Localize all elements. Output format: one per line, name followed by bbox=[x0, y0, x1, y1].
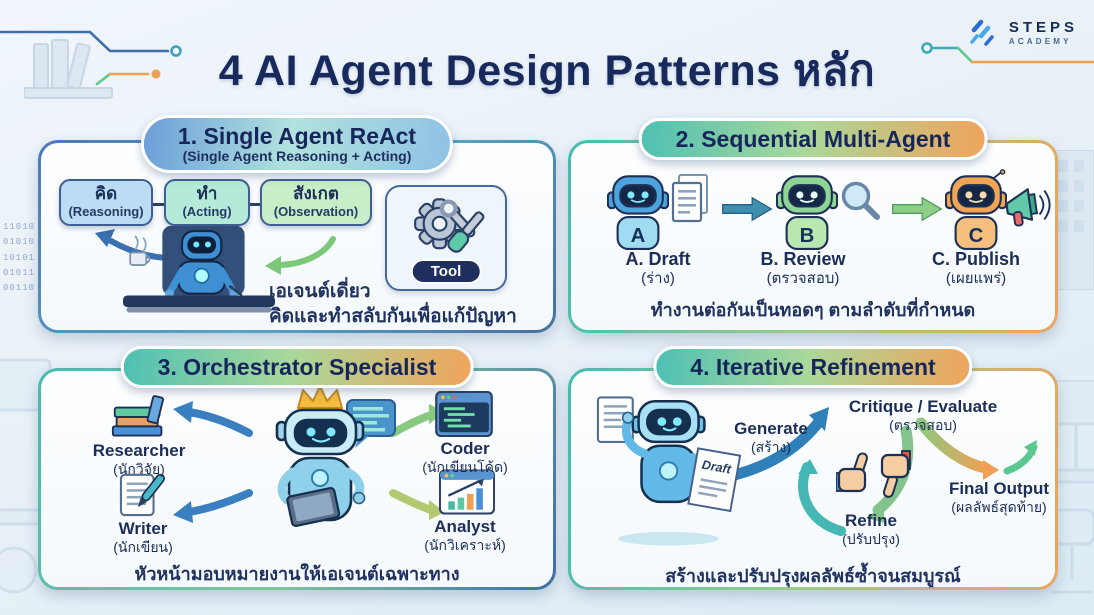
page-title: 4 AI Agent Design Patterns หลัก bbox=[218, 47, 876, 95]
panel1-title: 1. Single Agent ReAct bbox=[177, 123, 417, 149]
step-c-label: C. Publish (เผยแพร่) bbox=[916, 249, 1036, 288]
coder-label: Coder (นักเขียนโค้ด) bbox=[405, 439, 525, 476]
logo-icon bbox=[970, 19, 994, 46]
reasoning-label-th: คิด bbox=[94, 184, 118, 203]
step-a-label-en: A. Draft bbox=[625, 249, 691, 269]
orchestrator-robot bbox=[275, 385, 396, 527]
step-b-label-th: (ตรวจสอบ) bbox=[766, 269, 840, 287]
panel2-title: 2. Sequential Multi-Agent bbox=[675, 126, 951, 152]
draft-paper-label: Draft bbox=[701, 458, 733, 477]
single-agent-robot-at-desk bbox=[123, 225, 275, 313]
megaphone-icon bbox=[1005, 188, 1051, 227]
acting-box: ทำ (Acting) bbox=[164, 179, 250, 227]
panel4-header-pill: 4. Iterative Refinement bbox=[653, 346, 973, 389]
generate-label-th: (สร้าง) bbox=[750, 438, 792, 455]
arrow-draft-to-review bbox=[722, 196, 773, 222]
coder-label-en: Coder bbox=[440, 439, 490, 458]
step-c-label-th: (เผยแพร่) bbox=[945, 269, 1007, 287]
robot-a-letter: A bbox=[631, 225, 646, 247]
panel3-title: 3. Orchestrator Specialist bbox=[157, 354, 437, 380]
panel-single-agent-react: 1. Single Agent ReAct (Single Agent Reas… bbox=[38, 115, 556, 333]
coder-icon bbox=[435, 391, 493, 437]
observation-label-th: สังเกต bbox=[293, 184, 339, 203]
binary-line: 10101 bbox=[3, 252, 36, 263]
researcher-label-en: Researcher bbox=[92, 441, 186, 460]
observation-box: สังเกต (Observation) bbox=[260, 179, 372, 227]
generator-robot: Draft bbox=[596, 396, 742, 546]
tool-container: Tool bbox=[385, 185, 507, 291]
final-output-label: Final Output (ผลลัพธ์สุดท้าย) bbox=[939, 479, 1059, 516]
robot-b-review: B bbox=[776, 175, 838, 251]
thumbs-up-down-icon bbox=[836, 450, 911, 498]
arrow-review-to-publish bbox=[892, 196, 943, 222]
magnifier-icon bbox=[841, 181, 880, 220]
final-output-label-th: (ผลลัพธ์สุดท้าย) bbox=[951, 498, 1047, 515]
box-connector bbox=[248, 203, 262, 206]
refine-label: Refine (ปรับปรุง) bbox=[811, 511, 931, 548]
critique-label-en: Critique / Evaluate bbox=[848, 397, 998, 416]
critique-label: Critique / Evaluate (ตรวจสอบ) bbox=[818, 397, 1028, 434]
document-icon bbox=[671, 174, 708, 223]
acting-label-th: ทำ bbox=[196, 184, 218, 203]
panel3-caption: หัวหน้ามอบหมายงานให้เอเจนต์เฉพาะทาง bbox=[134, 564, 460, 584]
critique-label-th: (ตรวจสอบ) bbox=[889, 416, 957, 433]
robot-a-draft: A bbox=[607, 175, 669, 251]
binary-line: 01011 bbox=[3, 267, 36, 278]
researcher-label: Researcher (นักวิจัย) bbox=[79, 441, 199, 478]
logo-name: STEPS bbox=[1008, 19, 1078, 37]
final-output-label-en: Final Output bbox=[948, 479, 1050, 498]
analyst-label: Analyst (นักวิเคราะห์) bbox=[405, 517, 525, 554]
writer-label: Writer (นักเขียน) bbox=[83, 519, 203, 556]
box-connector bbox=[151, 203, 166, 206]
analyst-label-en: Analyst bbox=[434, 517, 496, 536]
panel1-caption-line2: คิดและทำสลับกันเพื่อแก้ปัญหา bbox=[269, 306, 517, 328]
binary-line: 11010 bbox=[3, 222, 36, 232]
analyst-label-th: (นักวิเคราะห์) bbox=[424, 536, 506, 553]
panel4-caption: สร้างและปรับปรุงผลลัพธ์ซ้ำจนสมบูรณ์ bbox=[665, 566, 961, 586]
robot-c-letter: C bbox=[969, 225, 984, 247]
binary-line: 00110 bbox=[3, 283, 36, 294]
analyst-chart-icon bbox=[439, 469, 495, 515]
writer-icon bbox=[119, 473, 166, 517]
tool-label: Tool bbox=[410, 259, 482, 284]
refine-label-th: (ปรับปรุง) bbox=[842, 530, 900, 547]
logo-subtitle: ACADEMY bbox=[1008, 36, 1072, 46]
robot-c-publish: C bbox=[945, 169, 1007, 251]
step-b-label: B. Review (ตรวจสอบ) bbox=[743, 249, 863, 288]
step-a-label-th: (ร่าง) bbox=[641, 269, 675, 287]
generate-label-en: Generate bbox=[734, 419, 808, 438]
panel-iterative-refinement: 4. Iterative Refinement bbox=[568, 346, 1059, 590]
panel1-caption-line1: เอเจนต์เดี่ยว bbox=[269, 281, 371, 302]
panel1-caption: เอเจนต์เดี่ยว คิดและทำสลับกันเพื่อแก้ปัญ… bbox=[269, 279, 549, 329]
steps-academy-logo: STEPS ACADEMY bbox=[968, 16, 1078, 50]
observation-label-en: (Observation) bbox=[273, 204, 359, 220]
generate-label: Generate (สร้าง) bbox=[716, 419, 826, 456]
reasoning-box: คิด (Reasoning) bbox=[59, 179, 153, 227]
reasoning-label-en: (Reasoning) bbox=[68, 204, 144, 220]
panel2-caption: ทำงานต่อกันเป็นทอดๆ ตามลำดับที่กำหนด bbox=[650, 300, 976, 320]
panel-orchestrator-specialist: 3. Orchestrator Specialist bbox=[38, 346, 556, 590]
panel3-header-pill: 3. Orchestrator Specialist bbox=[120, 346, 474, 389]
acting-label-en: (Acting) bbox=[182, 204, 232, 220]
books-icon bbox=[111, 395, 164, 437]
binary-line: 01010 bbox=[3, 237, 36, 248]
refine-label-en: Refine bbox=[845, 511, 897, 530]
writer-label-th: (นักเขียน) bbox=[113, 538, 173, 555]
writer-label-en: Writer bbox=[118, 519, 168, 538]
gear-and-tools-icon bbox=[414, 198, 485, 253]
step-b-label-en: B. Review bbox=[760, 249, 846, 269]
panel2-header-pill: 2. Sequential Multi-Agent bbox=[638, 118, 988, 161]
panel1-header-pill: 1. Single Agent ReAct (Single Agent Reas… bbox=[140, 115, 454, 173]
panel4-title: 4. Iterative Refinement bbox=[690, 354, 936, 380]
step-c-label-en: C. Publish bbox=[931, 249, 1020, 269]
step-a-label: A. Draft (ร่าง) bbox=[598, 249, 718, 288]
coder-label-th: (นักเขียนโค้ด) bbox=[422, 458, 508, 475]
binary-code-decoration: 11010 01010 10101 01011 00110 bbox=[3, 220, 35, 296]
robot-b-letter: B bbox=[800, 225, 815, 247]
delegation-arrows bbox=[173, 401, 445, 523]
panel1-subtitle: (Single Agent Reasoning + Acting) bbox=[182, 148, 412, 165]
researcher-label-th: (นักวิจัย) bbox=[113, 460, 165, 477]
panel-sequential-multi-agent: 2. Sequential Multi-Agent A bbox=[568, 118, 1058, 333]
